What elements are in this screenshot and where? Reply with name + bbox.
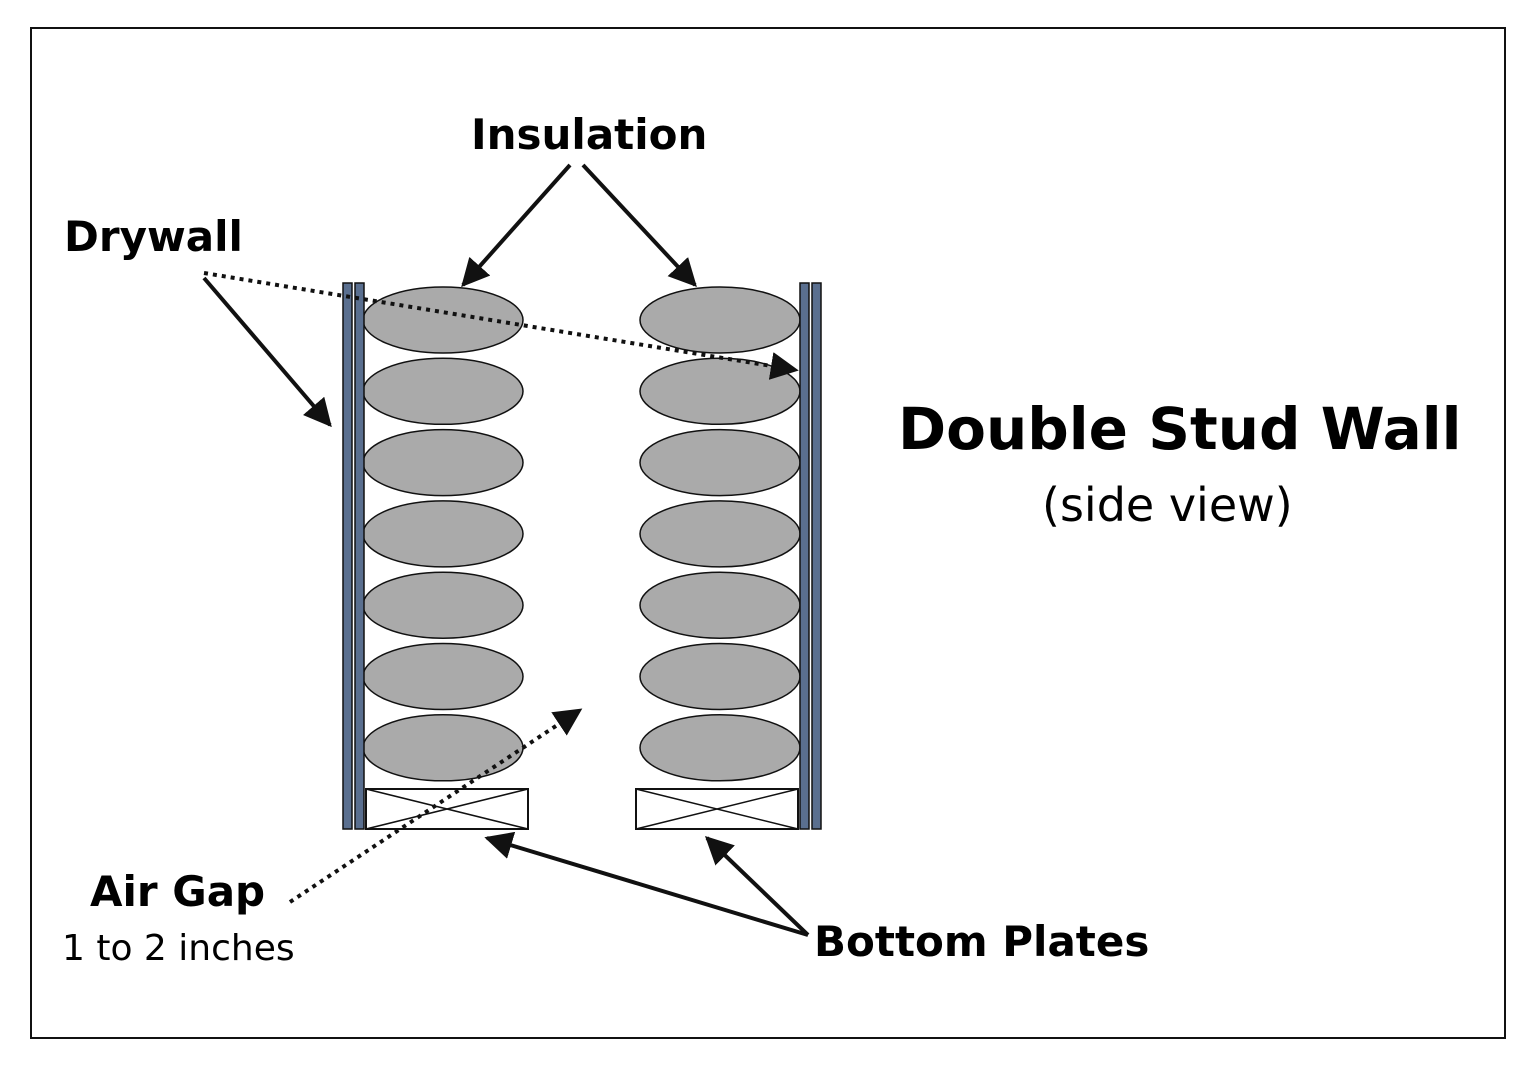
insulation-arrow-right <box>581 163 697 288</box>
right-insulation-batt <box>639 286 801 354</box>
right-insulation-batt <box>639 428 801 497</box>
right-insulation-batts <box>639 286 801 782</box>
left-insulation-batt <box>362 571 524 639</box>
drywall-arrow-dotted <box>203 271 799 380</box>
left-insulation-batt <box>362 714 524 782</box>
right-bottom-plate <box>635 788 799 830</box>
diagram-subtitle: (side view) <box>1042 478 1293 532</box>
drywall-arrow-solid <box>202 276 332 428</box>
left-insulation-batts <box>362 286 524 782</box>
insulation-label: Insulation <box>471 110 708 159</box>
bottom-plates-label: Bottom Plates <box>814 917 1150 966</box>
drywall-label: Drywall <box>64 212 243 261</box>
air-gap-size-label: 1 to 2 inches <box>62 928 295 969</box>
insulation-arrow-left <box>461 163 572 288</box>
left-insulation-batt <box>362 428 524 497</box>
right-insulation-batt <box>639 642 801 711</box>
left-insulation-batt <box>362 357 524 426</box>
left-insulation-batt <box>362 642 524 711</box>
left-bottom-plate <box>365 788 529 830</box>
left-drywall <box>342 282 365 830</box>
right-drywall <box>799 282 822 830</box>
diagram-title: Double Stud Wall <box>898 395 1462 463</box>
right-insulation-batt <box>639 571 801 639</box>
right-insulation-batt <box>639 714 801 782</box>
bottom-plate-arrow-right <box>704 836 810 937</box>
right-insulation-batt <box>639 500 801 568</box>
air-gap-label: Air Gap <box>90 867 266 916</box>
bottom-plate-arrow-left <box>484 831 809 937</box>
diagram-frame <box>30 27 1506 1039</box>
left-insulation-batt <box>362 500 524 568</box>
air-gap-arrow <box>288 708 583 904</box>
